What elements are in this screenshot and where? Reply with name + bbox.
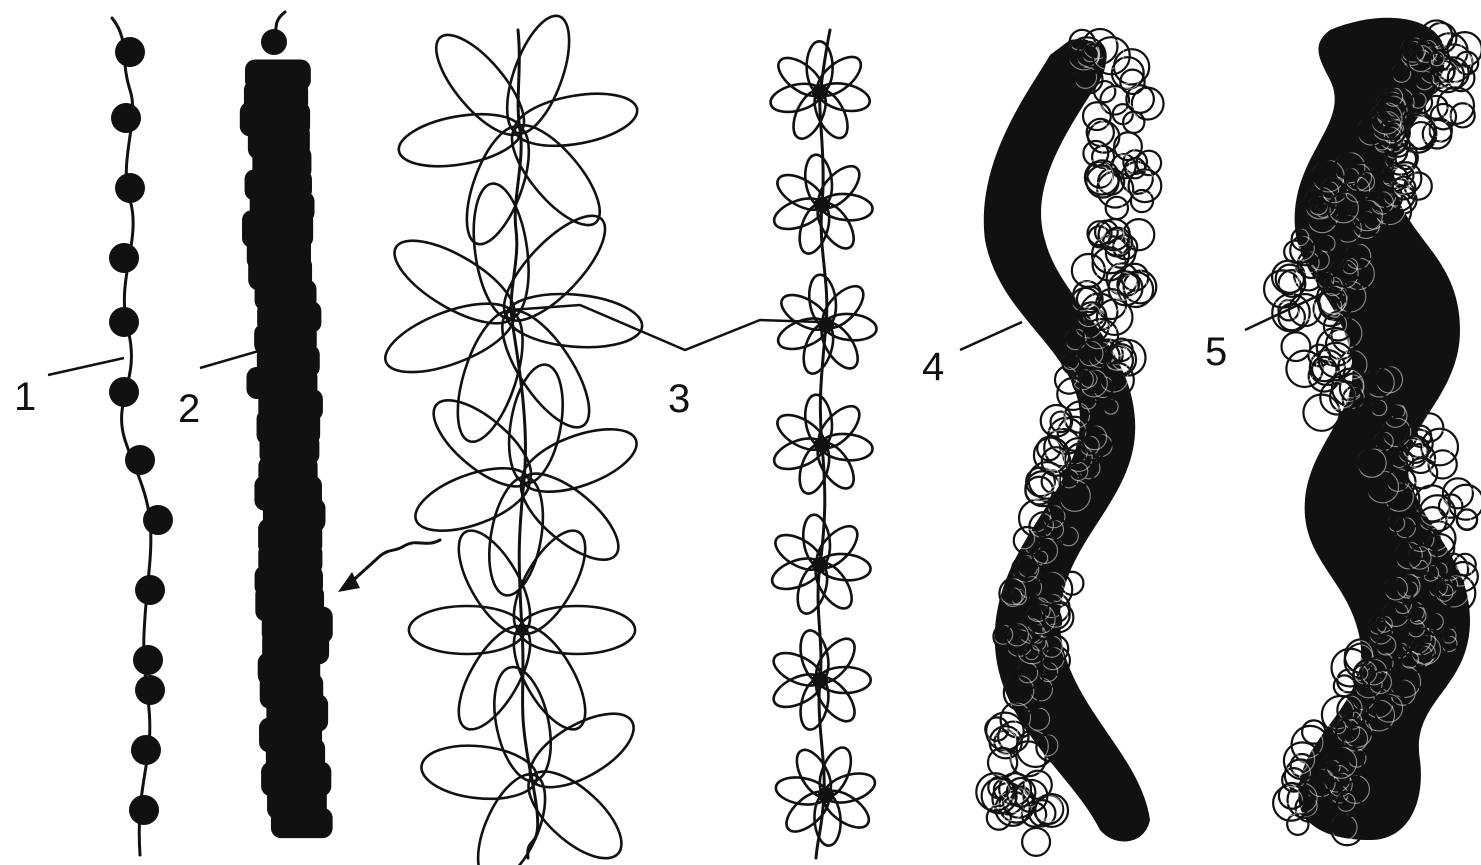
callout-number-4: 4	[922, 345, 944, 389]
bead	[109, 243, 139, 273]
arrow-head	[338, 572, 360, 592]
coiled-band-4	[976, 29, 1163, 856]
bead	[111, 103, 141, 133]
coil-outline	[1281, 332, 1310, 361]
petal-loop	[445, 304, 536, 449]
bead-column-body	[240, 60, 333, 839]
large-loop-flower	[408, 360, 645, 599]
petal-loop	[486, 298, 605, 440]
bead	[115, 37, 145, 67]
coil-outline	[1022, 828, 1050, 856]
petal-loop	[501, 360, 571, 487]
petal-loop	[494, 8, 582, 141]
arrow-line	[348, 540, 440, 585]
bead	[125, 445, 155, 475]
callout-number-5: 5	[1205, 330, 1227, 374]
column-top-bead	[261, 29, 287, 55]
leader-line-2	[200, 350, 262, 368]
dense-bead-column-2	[240, 12, 440, 838]
bead	[129, 795, 159, 825]
loop-flower-column-small	[768, 30, 879, 858]
bead	[109, 377, 139, 407]
beaded-thread-line	[112, 18, 151, 855]
flower-knot	[812, 672, 828, 688]
coiled-band-5	[1264, 18, 1481, 845]
petal-loop	[464, 765, 559, 865]
petal-loop	[481, 473, 551, 600]
flower-knot	[814, 197, 830, 213]
bead	[109, 307, 139, 337]
callout-number-1: 1	[14, 375, 36, 419]
flower-knot	[814, 437, 830, 453]
bead	[115, 173, 145, 203]
petal-loop	[377, 289, 523, 386]
petal-loop	[514, 757, 635, 865]
bead	[135, 575, 165, 605]
callout-number-3: 3	[668, 377, 690, 421]
leader-line-1	[48, 358, 124, 375]
petal-loop	[511, 85, 641, 154]
beads-group	[109, 37, 173, 825]
leader-line-4	[960, 322, 1022, 350]
bead	[143, 505, 173, 535]
loop-flower-column-large	[377, 8, 645, 865]
bead	[131, 735, 161, 765]
bead	[135, 675, 165, 705]
petal-loop	[383, 225, 526, 339]
petal-loop	[395, 106, 525, 175]
petal-loop	[500, 520, 600, 644]
bead	[133, 645, 163, 675]
petal-loop	[466, 180, 536, 322]
beaded-thread-1	[109, 18, 173, 855]
large-flowers-group	[377, 8, 645, 865]
flower-knot	[812, 84, 828, 100]
column-bead	[271, 808, 333, 838]
flower-knot	[818, 317, 834, 333]
flower-knot	[812, 557, 828, 573]
petal-loop	[419, 740, 540, 804]
flower-knot	[818, 787, 834, 803]
callout-number-2: 2	[178, 387, 200, 431]
coil-outline	[1302, 720, 1325, 743]
